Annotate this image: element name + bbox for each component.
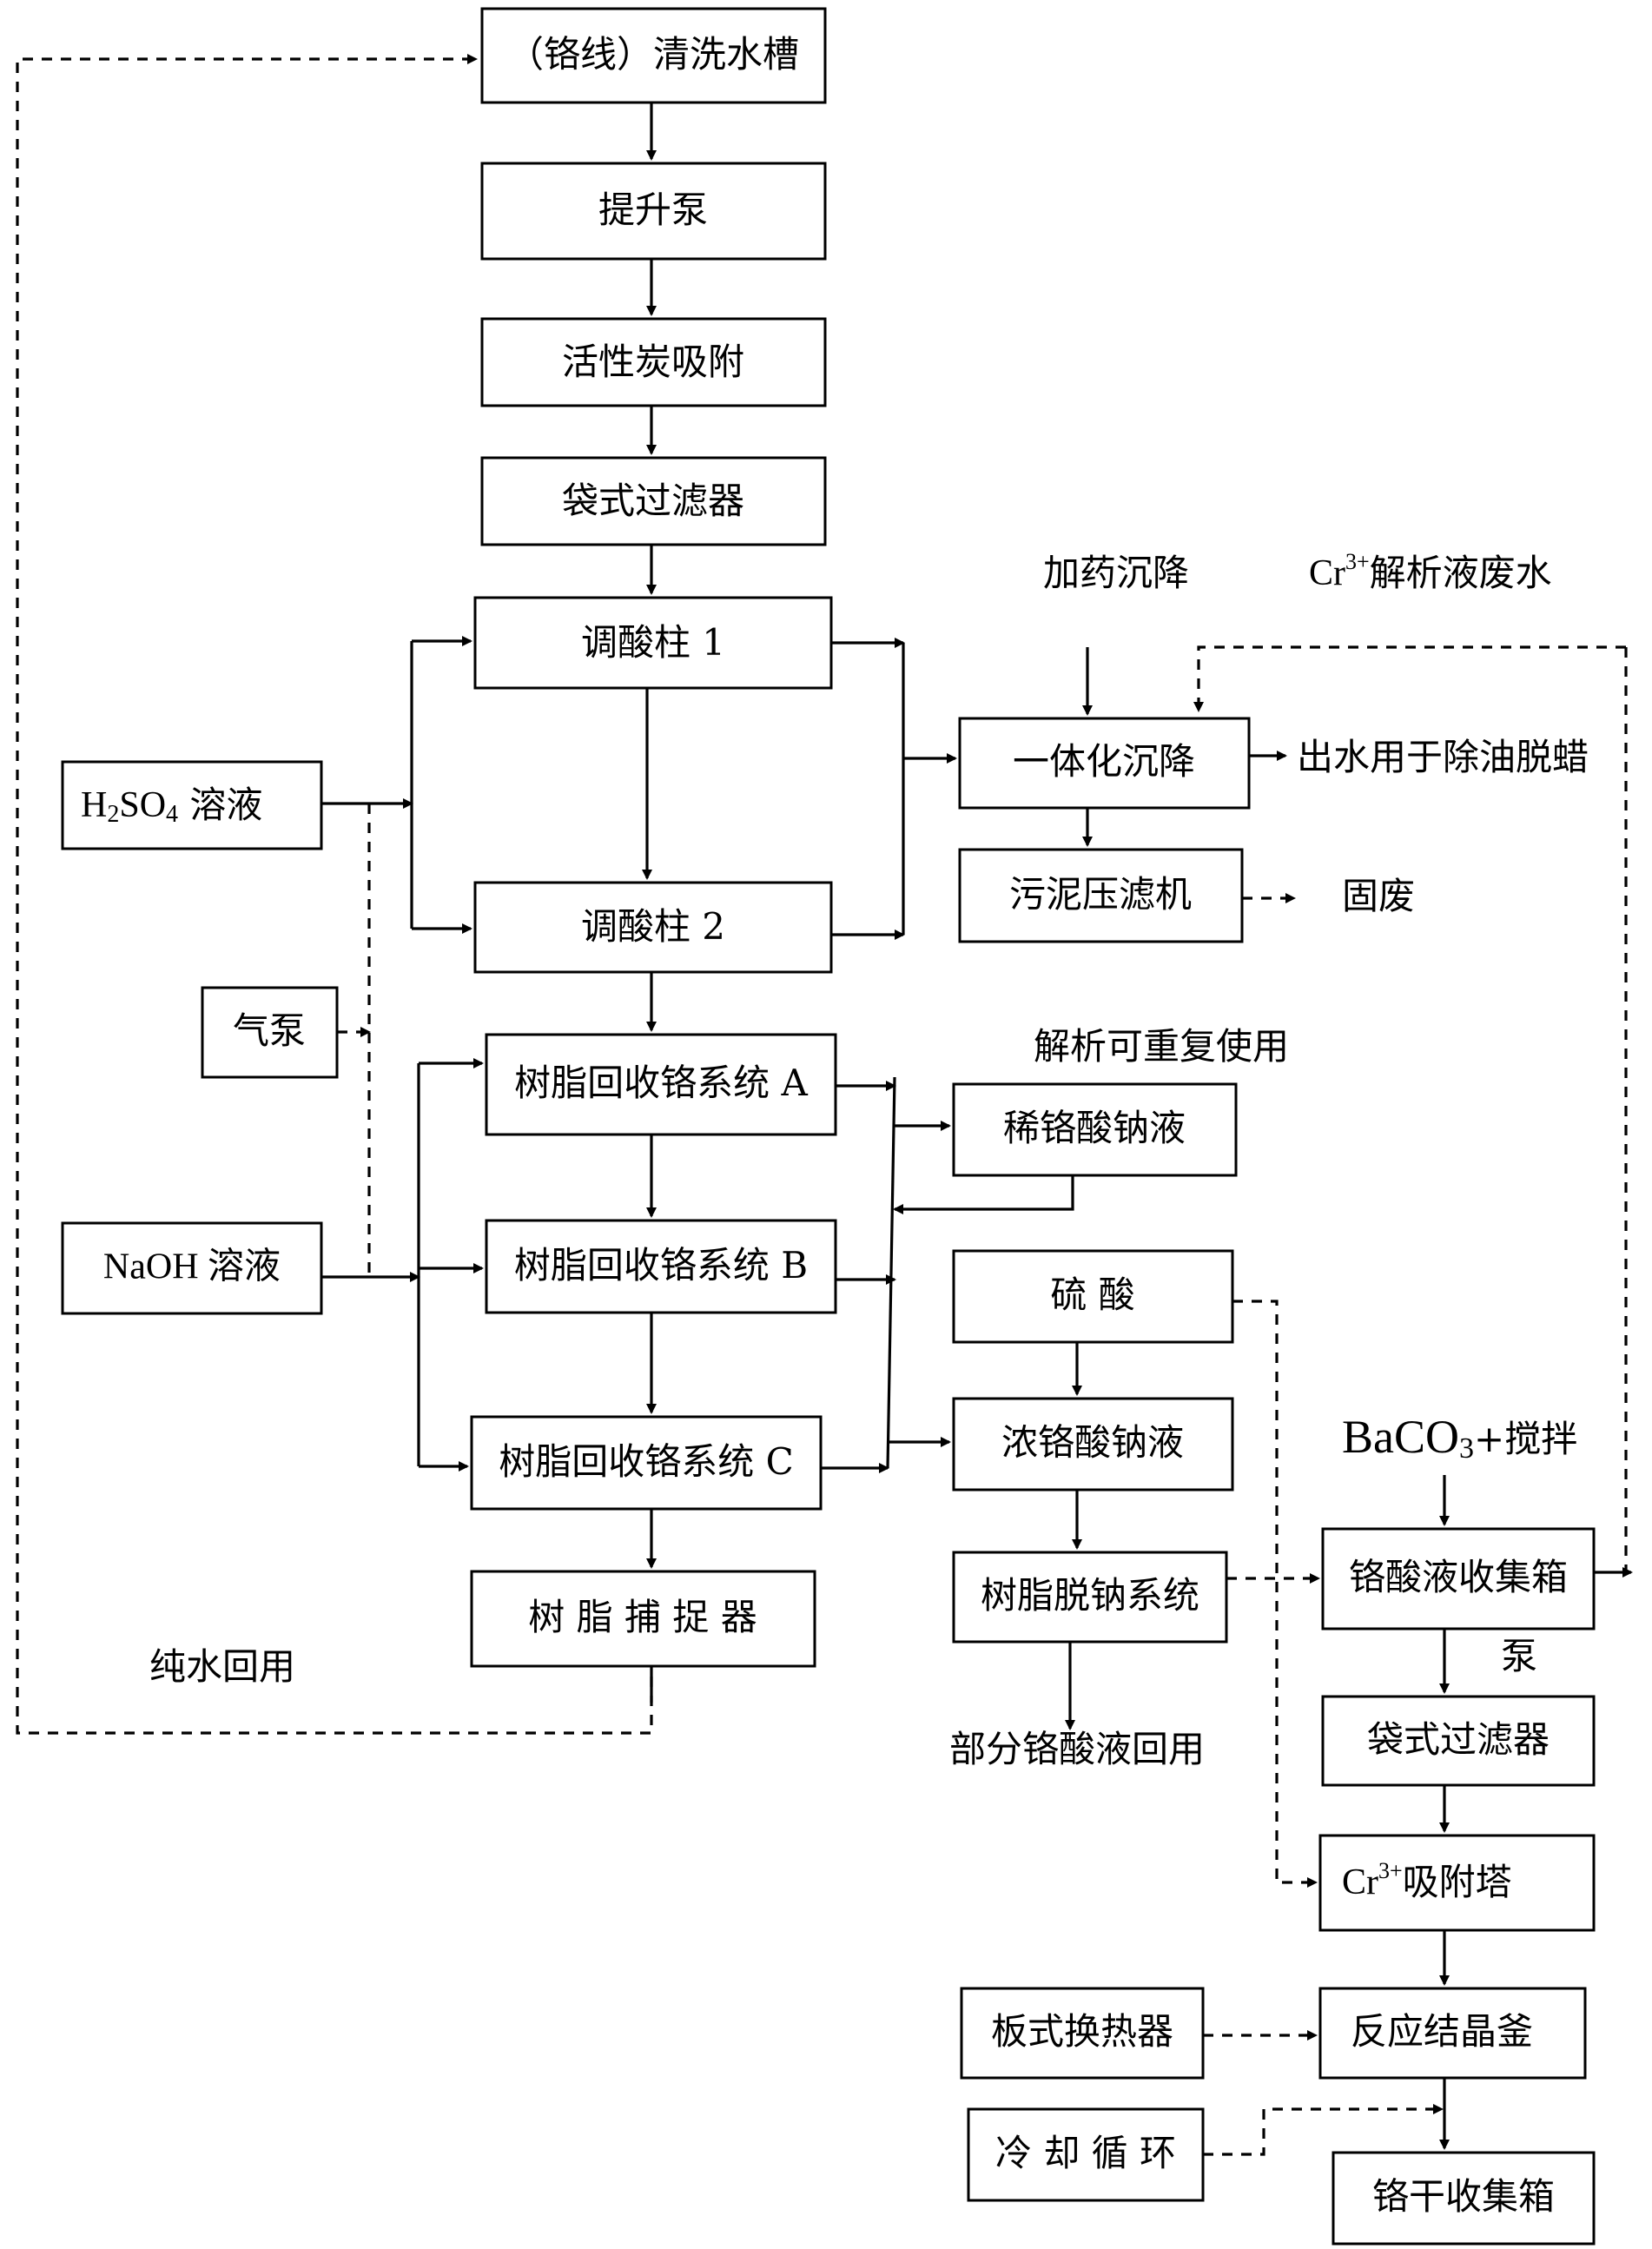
svg-text:一体化沉降: 一体化沉降: [1013, 740, 1195, 783]
acid-column-1-box: 调酸柱 1: [473, 596, 833, 690]
air-pump-box: 气泵: [201, 986, 339, 1079]
svg-text:污泥压滤机: 污泥压滤机: [1009, 873, 1192, 916]
sludge-press-box: 污泥压滤机: [958, 848, 1244, 943]
activated-carbon-box: 活性炭吸附: [480, 317, 827, 407]
svg-text:气泵: 气泵: [233, 1009, 306, 1052]
svg-text:袋式过滤器: 袋式过滤器: [562, 480, 744, 522]
integrated-settling-box: 一体化沉降: [958, 717, 1251, 810]
svg-text:铬酸液收集箱: 铬酸液收集箱: [1349, 1556, 1568, 1598]
svg-text:Cr3+吸附塔: Cr3+吸附塔: [1342, 1858, 1512, 1903]
svg-text:硫 酸: 硫 酸: [1050, 1273, 1134, 1316]
conc-chromate-box: 浓铬酸钠液: [952, 1397, 1234, 1492]
reusable-label: 解析可重复使用: [1034, 1025, 1289, 1068]
lift-pump-box: 提升泵: [480, 162, 827, 261]
connectors: [16, 54, 1633, 2156]
arrow-acid-to-adsorption: [1232, 1300, 1318, 1888]
svg-text:提升泵: 提升泵: [598, 189, 708, 231]
bag-filter-1-box: 袋式过滤器: [480, 456, 827, 546]
svg-text:板式换热器: 板式换热器: [991, 2010, 1173, 2053]
svg-text:活性炭吸附: 活性炭吸附: [562, 341, 744, 383]
svg-text:树 脂 捕 捉 器: 树 脂 捕 捉 器: [528, 1596, 757, 1638]
dilute-chromate-box: 稀铬酸钠液: [952, 1082, 1238, 1177]
pure-water-reuse-label: 纯水回用: [149, 1645, 295, 1688]
chromic-collector-box: 铬酸液收集箱: [1321, 1527, 1596, 1631]
acid-column-2-box: 调酸柱 2: [473, 881, 833, 974]
dosing-settling-label: 加药沉降: [1043, 552, 1189, 594]
bag-filter-2-box: 袋式过滤器: [1321, 1695, 1596, 1787]
effluent-label: 出水用于除油脱蜡: [1297, 736, 1589, 778]
svg-text:铬干收集箱: 铬干收集箱: [1372, 2175, 1555, 2218]
svg-text:袋式过滤器: 袋式过滤器: [1367, 1718, 1550, 1761]
svg-text:树脂回收铬系统 C: 树脂回收铬系统 C: [499, 1440, 794, 1483]
pump-label: 泵: [1501, 1635, 1537, 1677]
resin-trap-box: 树 脂 捕 捉 器: [470, 1570, 816, 1668]
resin-b-box: 树脂回收铬系统 B: [485, 1219, 837, 1314]
svg-text:树脂回收铬系统 A: 树脂回收铬系统 A: [514, 1062, 808, 1104]
plate-exchanger-box: 板式换热器: [960, 1987, 1205, 2080]
wash-tank-box: （铬线）清洗水槽: [480, 7, 827, 104]
resin-c-box: 树脂回收铬系统 C: [470, 1415, 823, 1511]
arrow-pure-water-return: [16, 54, 653, 1735]
sulfuric-acid-box: 硫 酸: [952, 1249, 1234, 1344]
svg-text:树脂回收铬系统 B: 树脂回收铬系统 B: [514, 1244, 808, 1287]
svg-text:浓铬酸钠液: 浓铬酸钠液: [1001, 1421, 1184, 1464]
wash-tank-label: （铬线）清洗水槽: [507, 33, 799, 76]
cooling-cycle-box: 冷 却 循 环: [967, 2107, 1205, 2202]
svg-text:树脂脱钠系统: 树脂脱钠系统: [981, 1574, 1199, 1617]
svg-text:调酸柱 2: 调酸柱 2: [581, 905, 725, 948]
svg-text:稀铬酸钠液: 稀铬酸钠液: [1003, 1107, 1186, 1149]
dry-collector-box: 铬干收集箱: [1332, 2151, 1596, 2246]
arrow-cr-wastewater: [1193, 645, 1626, 712]
cr-adsorption-box: Cr3+吸附塔: [1318, 1834, 1596, 1932]
svg-text:反应结晶釜: 反应结晶釜: [1351, 2010, 1533, 2053]
solid-waste-label: 固废: [1342, 875, 1415, 917]
svg-text:NaOH 溶液: NaOH 溶液: [103, 1247, 281, 1287]
naoh-box: NaOH 溶液: [61, 1221, 323, 1315]
h2so4-label: H2SO4 溶液: [81, 784, 262, 828]
resin-desodium-box: 树脂脱钠系统: [952, 1551, 1228, 1644]
cr-wastewater-label: Cr3+解析液废水: [1309, 549, 1552, 594]
baco3-label: BaCO3+搅拌: [1342, 1411, 1577, 1464]
h2so4-box: H2SO4 溶液: [61, 760, 323, 850]
reaction-kettle-box: 反应结晶釜: [1318, 1987, 1587, 2080]
svg-text:冷 却 循 环: 冷 却 循 环: [995, 2132, 1176, 2174]
arrow-dilute-return: [893, 1175, 1074, 1214]
partial-reuse-label: 部分铬酸液回用: [949, 1728, 1205, 1770]
arrow-cooling-to-dry: [1203, 2104, 1444, 2156]
svg-text:调酸柱 1: 调酸柱 1: [581, 621, 725, 664]
resin-a-box: 树脂回收铬系统 A: [485, 1033, 837, 1136]
